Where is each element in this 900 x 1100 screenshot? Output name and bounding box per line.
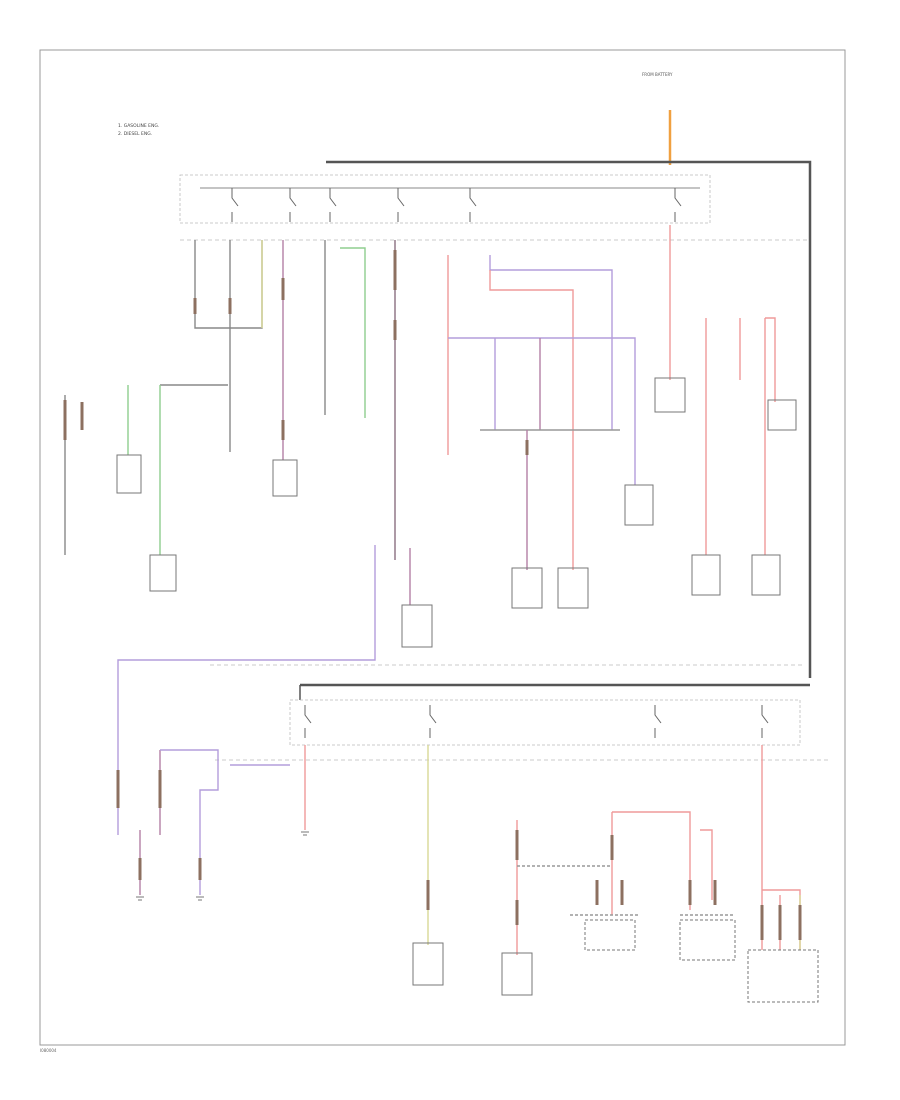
- upper-fuse-box: [179, 160, 812, 678]
- lower-components: [412, 919, 819, 1003]
- diagram-code: I080004: [40, 1048, 57, 1053]
- lower-fuse-box: [210, 664, 830, 761]
- upper-components: [116, 377, 797, 648]
- lower-wiring: [139, 745, 801, 955]
- legend-line-2: 2. DIESEL ENG.: [118, 131, 152, 137]
- connector-markers: [63, 250, 802, 940]
- ground-symbols: [136, 831, 309, 901]
- top-source-label: FROM BATTERY: [642, 72, 673, 77]
- legend-line-1: 1. GASOLINE ENG.: [118, 123, 159, 129]
- diagram-frame: [39, 49, 846, 1046]
- upper-wiring: [64, 225, 776, 835]
